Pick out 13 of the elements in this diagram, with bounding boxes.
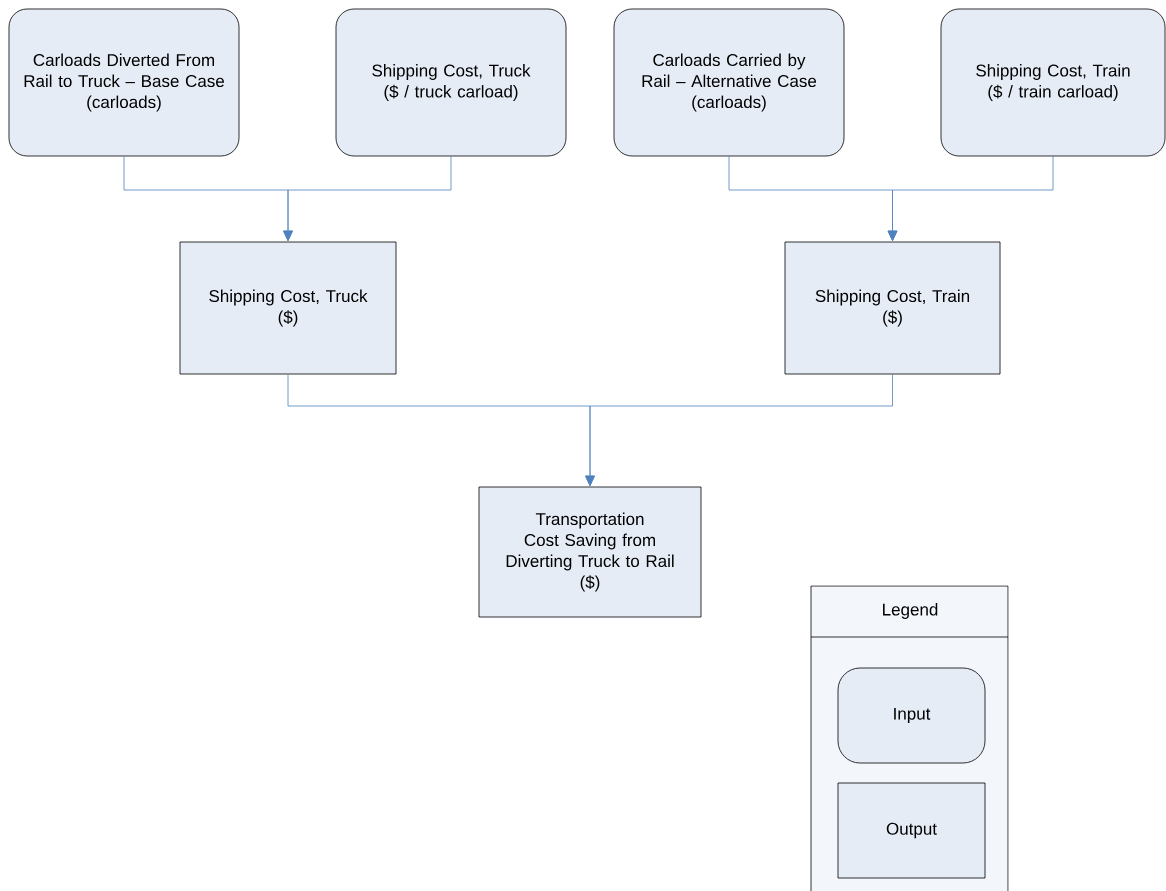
legend-title: Legend [883, 603, 938, 619]
input-box: Carloads Diverted From Rail to Truck – Base Case (carloads) [8, 8, 240, 157]
arrow [585, 374, 893, 487]
output-box: Transportation Cost Saving from Diverting Truck to Rail ($) [478, 486, 702, 618]
arrow [887, 156, 1054, 242]
output-box: Shipping Cost, Train ($) [784, 241, 1001, 375]
input-box: Shipping Cost, Truck ($ / truck carload) [335, 8, 567, 157]
input-box: Carloads Carried by Rail – Alternative Case (carloads) [613, 8, 845, 157]
output-box: Shipping Cost, Truck ($) [179, 241, 397, 375]
input-box: Shipping Cost, Train ($ / train carload) [940, 8, 1166, 157]
arrow [283, 156, 452, 242]
legend-sample: Input [837, 667, 986, 764]
legend-sample: Output [837, 782, 986, 879]
